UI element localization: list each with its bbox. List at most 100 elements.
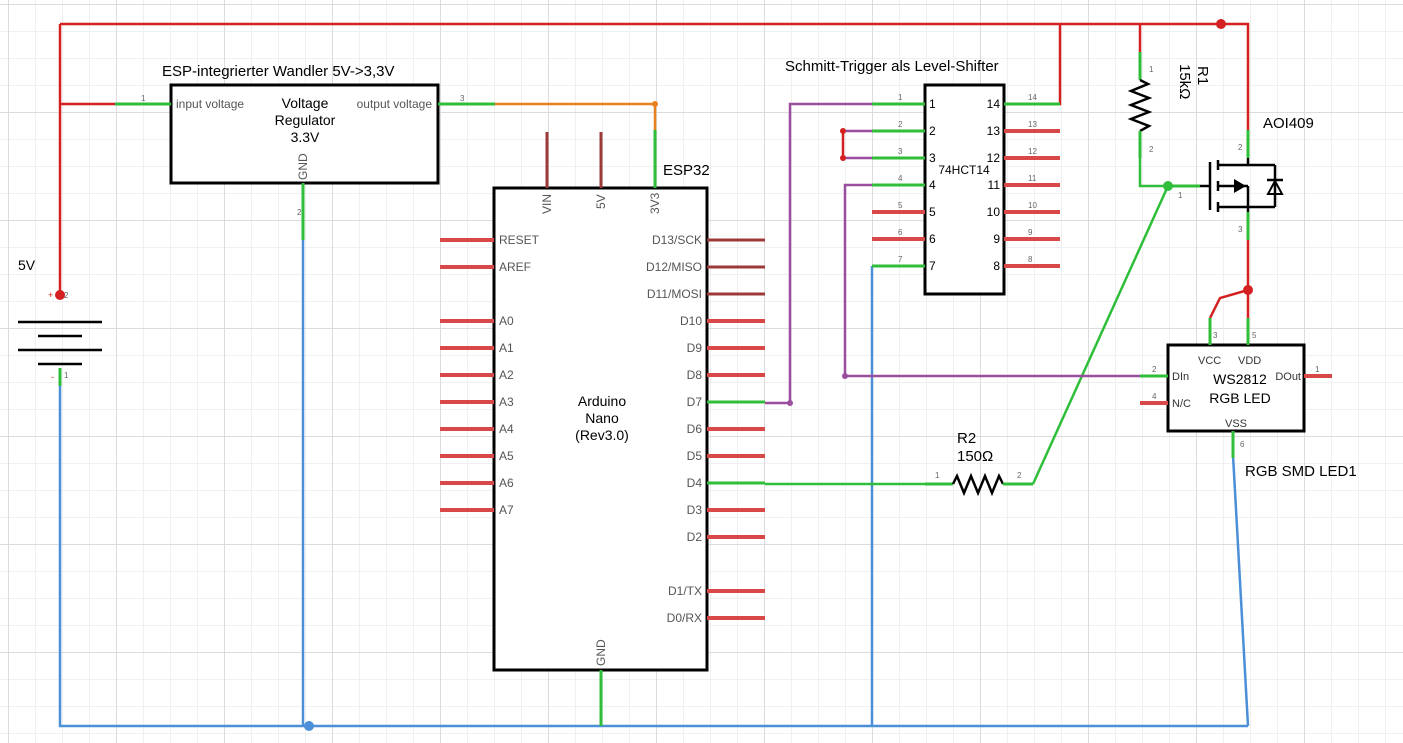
regulator-gnd-label: GND [296,153,310,180]
schmitt-pin-12-label: 12 [987,151,1001,165]
r2-name: R2 [957,430,976,447]
nano-pin-reset-label: RESET [499,233,540,247]
schmitt-pin-10-label: 10 [987,205,1001,219]
nano-pin-d0-rx-label: D0/RX [667,611,702,625]
mosfet-pin2: 2 [1238,143,1243,152]
regulator-output-label: output voltage [357,97,433,111]
nano-pin-5v: 5V [594,194,608,209]
nano-title: ESP32 [663,162,710,179]
schmitt-pin-3-label: 3 [929,151,936,165]
wire-gnd-rail[interactable] [58,370,1248,728]
nano-pin-d12-miso-label: D12/MISO [646,260,702,274]
battery-label: 5V [18,257,36,273]
schmitt-pin-3-number: 3 [898,147,903,156]
nano-pin-d3-label: D3 [687,503,703,517]
schmitt-pin-4-number: 4 [898,174,903,183]
nano-pin-d7-label: D7 [687,395,703,409]
wire-d7-schmitt[interactable] [765,102,872,405]
wire-gnd-led[interactable] [1231,454,1250,727]
wire-schmitt-2-3-stub[interactable] [843,129,872,160]
junction-5v-rail [1216,19,1226,29]
led-pin4: 4 [1152,392,1157,401]
arduino-nano[interactable]: ESP32 VIN 5V 3V3 GND Arduino Nano (Rev3.… [440,130,765,726]
nano-pin-a4-label: A4 [499,422,514,436]
schmitt-pin-4-label: 4 [929,178,936,192]
schmitt-pin-1-number: 1 [898,93,903,102]
junction-3v3 [652,101,658,107]
regulator-pin1: 1 [141,94,146,103]
nano-pin-d13-sck-label: D13/SCK [652,233,702,247]
nano-pin-a6-label: A6 [499,476,514,490]
nano-pin-d9-label: D9 [687,341,703,355]
schmitt-pin-8-number: 8 [1028,255,1033,264]
led-line1: WS2812 [1213,371,1267,387]
rgb-led-ws2812[interactable]: 3 5 2 4 1 6 VCC VDD DIn N/C DOut VSS WS2… [1140,318,1357,480]
nano-pin-aref-label: AREF [499,260,531,274]
junction-schmitt-3 [840,155,846,161]
nano-pin-a7-label: A7 [499,503,514,517]
battery-plus-label: + [48,290,53,300]
battery-5v[interactable]: 5V + 2 - 1 [18,257,102,386]
regulator-title: ESP-integrierter Wandler 5V->3,3V [162,63,394,80]
regulator-pin2: 2 [297,208,302,217]
led-pin1: 1 [1315,365,1320,374]
wire-5v-rail[interactable] [60,22,1250,130]
wire-led-vcc[interactable] [1208,288,1249,319]
regulator-line2: Regulator [275,112,336,128]
junction-d7 [787,400,793,406]
nano-pin-a1-label: A1 [499,341,514,355]
wire-5v-schmitt-vcc[interactable] [1035,24,1062,106]
resistor-r1[interactable]: 1 2 R1 15kΩ [1127,52,1211,158]
schmitt-pin-2-number: 2 [898,120,903,129]
led-dout-label: DOut [1275,371,1301,383]
junction-gnd [304,721,314,731]
resistor-r2[interactable]: 1 2 R2 150Ω [925,430,1033,497]
junction-schmitt-2 [840,128,846,134]
nano-pin-d1-tx-label: D1/TX [668,584,702,598]
led-name: RGB SMD LED1 [1245,463,1357,480]
r2-pin1: 1 [935,471,940,480]
wire-3v3[interactable] [495,102,657,130]
nano-pin-a3-label: A3 [499,395,514,409]
r1-value: 15kΩ [1176,64,1193,99]
schmitt-pin-2-label: 2 [929,124,936,138]
schmitt-pin-10-number: 10 [1028,201,1037,210]
nano-pin-gnd: GND [594,639,608,666]
nano-pin-a0-label: A0 [499,314,514,328]
regulator-input-label: input voltage [176,97,244,111]
junction-battery-plus [55,290,65,300]
led-pin5: 5 [1252,331,1257,340]
battery-pin2: 2 [64,291,69,300]
nano-right-pins: D13/SCKD12/MISOD11/MOSID10D9D8D7D6D5D4D3… [646,233,765,625]
schmitt-pin-9-number: 9 [1028,228,1033,237]
nano-pin-a2-label: A2 [499,368,514,382]
nano-pin-d4-label: D4 [687,476,703,490]
schmitt-trigger[interactable]: Schmitt-Trigger als Level-Shifter 74HCT1… [785,58,1060,296]
led-line2: RGB LED [1209,390,1270,406]
battery-minus-label: - [51,372,54,382]
r1-name: R1 [1194,66,1211,85]
mosfet-aoi409[interactable]: AOI409 2 3 1 [1168,115,1314,240]
schmitt-pin-5-label: 5 [929,205,936,219]
regulator-pin3: 3 [460,94,465,103]
led-vdd-label: VDD [1238,355,1261,367]
mosfet-pin1: 1 [1178,191,1183,200]
nano-pin-d6-label: D6 [687,422,703,436]
led-pin2: 2 [1152,365,1157,374]
led-pin3: 3 [1213,331,1218,340]
schmitt-pin-14-label: 14 [987,97,1001,111]
voltage-regulator[interactable]: ESP-integrierter Wandler 5V->3,3V 1 3 2 … [115,63,495,240]
junction-led-power [1243,285,1253,295]
nano-pin-d8-label: D8 [687,368,703,382]
wire-r2-gate[interactable] [1031,185,1170,485]
schmitt-pin-8-label: 8 [993,259,1000,273]
wire-schmitt-4-din[interactable] [843,183,1140,378]
schmitt-title: Schmitt-Trigger als Level-Shifter [785,58,999,75]
mosfet-pin3: 3 [1238,225,1243,234]
nano-pin-d5-label: D5 [687,449,703,463]
schmitt-pin-7-label: 7 [929,259,936,273]
schmitt-pin-1-label: 1 [929,97,936,111]
nano-pin-vin: VIN [540,194,554,214]
